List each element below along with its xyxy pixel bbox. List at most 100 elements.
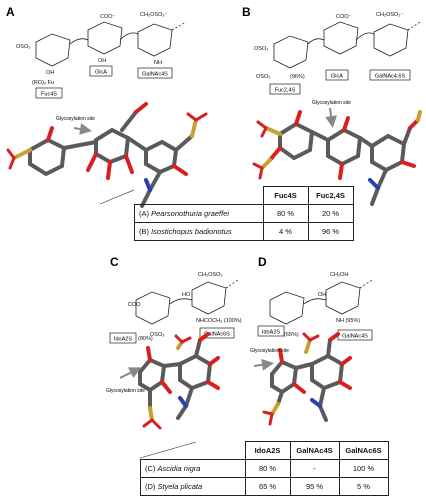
table-top-row-1-v2: 20 % bbox=[307, 204, 354, 223]
table-row: (B) Isostichopus badionotus 4 % 96 % bbox=[134, 222, 354, 241]
panel-d-nh-label: NH (95%) bbox=[336, 318, 360, 324]
table-top-row-2-v1: 4 % bbox=[262, 222, 309, 241]
panel-d-box-galnac-label: GalNAc4S bbox=[342, 334, 368, 340]
row-species: Pearsonothuria graeffei bbox=[151, 209, 230, 218]
panel-a-nh-label: NH bbox=[154, 60, 162, 66]
row-prefix: (A) bbox=[139, 209, 149, 218]
panel-d-ch2-label: CH₂OH bbox=[330, 272, 348, 278]
panel-a-site-arrow bbox=[73, 123, 92, 135]
panel-c-site-arrow bbox=[119, 367, 142, 379]
panel-a-box-fuc-label: Fuc4S bbox=[41, 92, 57, 98]
table-top: Fuc4S Fuc2,4S (A) Pearsonothuria graeffe… bbox=[134, 186, 354, 241]
panel-b-ch2-label: CH₂OSO₃⁻ bbox=[376, 12, 404, 18]
panel-d-idoa-ring bbox=[269, 291, 305, 325]
panel-c-pct-label: (80%) bbox=[138, 336, 153, 342]
panel-b-coo-label: COO⁻ bbox=[336, 14, 352, 20]
panel-c: C CH₂OSO₃ COO HO OSO₃ NHCOCH₃ (100%) (80… bbox=[106, 255, 242, 430]
panel-a-osulf-label: OSO₃ bbox=[16, 44, 30, 50]
panel-a-site-label: Glycosylation site bbox=[56, 116, 95, 122]
panel-c-box-idoa-label: IdoA2S bbox=[114, 337, 132, 343]
panel-c-coo-label: COO bbox=[128, 302, 141, 308]
table-bottom-row-1-v1: 80 % bbox=[244, 459, 291, 478]
panel-a-ro-label: (RO)₃ Fu bbox=[32, 80, 54, 86]
panel-b-box-glca bbox=[325, 69, 349, 81]
table-bottom-row-2-v2: 95 % bbox=[289, 477, 340, 496]
panel-a-box-fuc bbox=[35, 87, 63, 99]
table-top-header-2: Fuc2,4S bbox=[307, 186, 354, 205]
table-bottom-row-1-v2: - bbox=[289, 459, 340, 478]
table-bottom-row-1-v3: 100 % bbox=[338, 459, 389, 478]
panel-b-box-galnac bbox=[369, 69, 411, 81]
table-top-row-1-species: (A) Pearsonothuria graeffei bbox=[134, 204, 264, 223]
panel-a-oh1-label: OH bbox=[46, 70, 54, 76]
panel-b-pct-label: (96%) bbox=[290, 74, 305, 80]
panel-a: A COO⁻ CH₂OSO₃⁻ OSO₃ OH OH NH (RO)₃ Fu F… bbox=[6, 5, 208, 208]
panel-b-box-fuc bbox=[269, 83, 301, 95]
row-prefix: (C) bbox=[145, 464, 156, 473]
table-row: (D) Styela plicata 65 % 95 % 5 % bbox=[140, 477, 389, 496]
panel-a-oh2-label: OH bbox=[98, 58, 106, 64]
table-top-connector bbox=[99, 189, 135, 205]
table-bottom: IdoA2S GalNAc4S GalNAc6S (C) Ascidia nig… bbox=[140, 441, 389, 496]
panel-a-box-galnac-label: GalNAc4S bbox=[142, 72, 168, 78]
panel-c-box-idoa bbox=[109, 332, 137, 344]
panel-c-box-galnac bbox=[199, 327, 235, 339]
fucose-ring bbox=[35, 33, 71, 67]
panel-d: D CH₂OH OH (65%) NH (95%) IdoA2S GalNAc4… bbox=[250, 255, 373, 426]
panel-b-osulf2-label: OSO₃ bbox=[256, 74, 270, 80]
panel-c-osulf-label: OSO₃ bbox=[150, 332, 164, 338]
panel-b-3d-model bbox=[252, 110, 422, 206]
table-bottom-header-2: GalNAc4S bbox=[289, 441, 340, 460]
table-top-corner bbox=[134, 186, 264, 205]
table-top-row-1-v1: 80 % bbox=[262, 204, 309, 223]
panel-b-box-glca-label: GlcA bbox=[331, 74, 343, 80]
glucuronic-acid-ring bbox=[87, 21, 123, 55]
table-bottom-row-2-v1: 65 % bbox=[244, 477, 291, 496]
panel-d-letter: D bbox=[258, 255, 267, 269]
table-top-row-2-species: (B) Isostichopus badionotus bbox=[134, 222, 264, 241]
panel-b-box-galnac-label: GalNAc4,6S bbox=[375, 74, 406, 80]
panel-c-nh-label: NHCOCH₃ (100%) bbox=[196, 318, 242, 324]
table-row: (A) Pearsonothuria graeffei 80 % 20 % bbox=[134, 204, 354, 223]
panel-c-site-label: Glycosylation site bbox=[106, 388, 145, 394]
panel-b: B COO⁻ CH₂OSO₃⁻ OSO₃ (96%) OSO₃ Fuc2,4S … bbox=[242, 5, 422, 206]
panel-a-box-galnac bbox=[137, 67, 173, 79]
table-bottom-row-2-v3: 5 % bbox=[338, 477, 389, 496]
table-bottom-row-1-species: (C) Ascidia nigra bbox=[140, 459, 246, 478]
table-top-header-1: Fuc4S bbox=[262, 186, 309, 205]
panel-a-box-glca-label: GlcA bbox=[95, 70, 107, 76]
panel-d-site-arrow bbox=[253, 358, 274, 371]
row-prefix: (B) bbox=[139, 227, 149, 236]
panel-d-box-idoa-label: IdoA2S bbox=[262, 330, 280, 336]
panel-c-idoa-ring bbox=[135, 291, 171, 325]
panel-b-site-label: Glycosylation site bbox=[312, 100, 351, 106]
table-bottom-header-3: GalNAc6S bbox=[338, 441, 389, 460]
table-row: (C) Ascidia nigra 80 % - 100 % bbox=[140, 459, 389, 478]
panel-b-site-arrow bbox=[325, 107, 338, 128]
panel-d-site-label: Glycosylation site bbox=[250, 348, 289, 354]
row-prefix: (D) bbox=[145, 482, 156, 491]
glycosidic-bond-1 bbox=[69, 38, 89, 45]
row-species: Ascidia nigra bbox=[157, 464, 201, 473]
panel-c-letter: C bbox=[110, 255, 119, 269]
panel-b-glca-ring bbox=[323, 21, 359, 55]
panel-b-letter: B bbox=[242, 5, 251, 19]
panel-a-coo-label: COO⁻ bbox=[100, 14, 116, 20]
panel-b-box-fuc-label: Fuc2,4S bbox=[275, 88, 296, 94]
row-species: Styela plicata bbox=[157, 482, 203, 491]
panel-a-ch2-label: CH₂OSO₃⁻ bbox=[140, 12, 168, 18]
chain-continuation bbox=[171, 21, 187, 31]
table-bottom-header-1: IdoA2S bbox=[244, 441, 291, 460]
panel-b-osulf1-label: OSO₃ bbox=[254, 46, 268, 52]
panel-b-galnac-ring bbox=[373, 23, 409, 57]
table-bottom-corner bbox=[140, 441, 246, 460]
panel-d-3d-model bbox=[262, 332, 352, 426]
row-species: Isostichopus badionotus bbox=[151, 227, 232, 236]
panel-a-box-glca bbox=[89, 65, 113, 77]
panel-c-galnac-ring bbox=[191, 281, 227, 315]
panel-d-oh-label: OH bbox=[318, 292, 326, 298]
glycosidic-bond-2 bbox=[119, 32, 139, 41]
panel-c-box-galnac-label: GalNAc6S bbox=[204, 332, 230, 338]
panel-c-3d-model bbox=[138, 332, 220, 430]
